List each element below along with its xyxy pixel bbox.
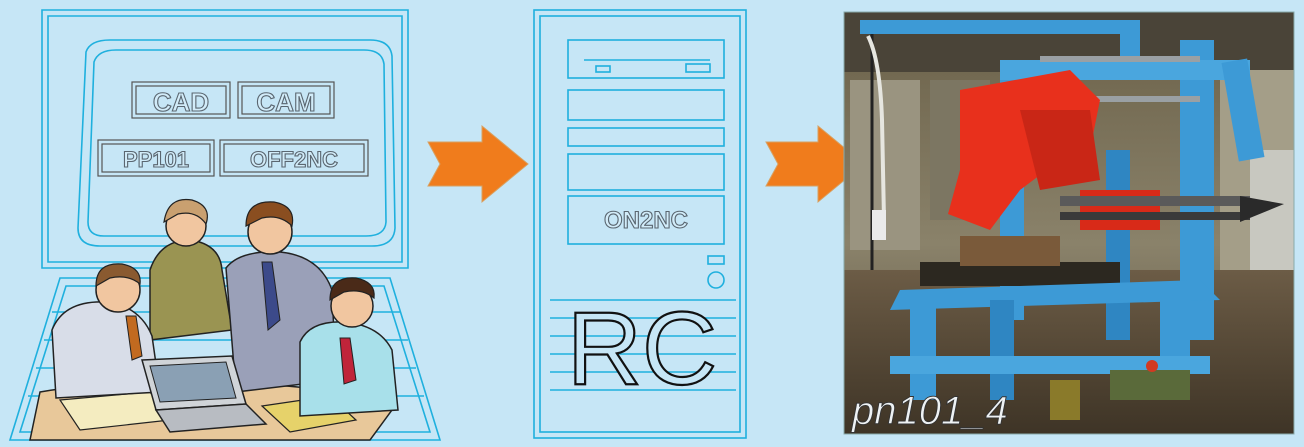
- rc-logo: RC: [567, 291, 717, 407]
- label-box-pp101: PP101: [98, 140, 214, 176]
- computer-monitor-icon: [42, 10, 408, 268]
- label-box-off2nc: OFF2NC: [220, 140, 368, 176]
- label-cam: CAM: [256, 87, 315, 117]
- photo-caption: pn101_4: [851, 389, 1008, 433]
- label-on2nc: ON2NC: [604, 207, 688, 234]
- label-box-cad: CAD: [132, 82, 230, 118]
- label-cad: CAD: [153, 87, 209, 117]
- arrow-right-icon: [428, 126, 528, 202]
- label-off2nc: OFF2NC: [250, 147, 338, 172]
- label-box-cam: CAM: [238, 82, 334, 118]
- machine-photo: pn101_4: [844, 12, 1294, 434]
- label-pp101: PP101: [123, 147, 189, 172]
